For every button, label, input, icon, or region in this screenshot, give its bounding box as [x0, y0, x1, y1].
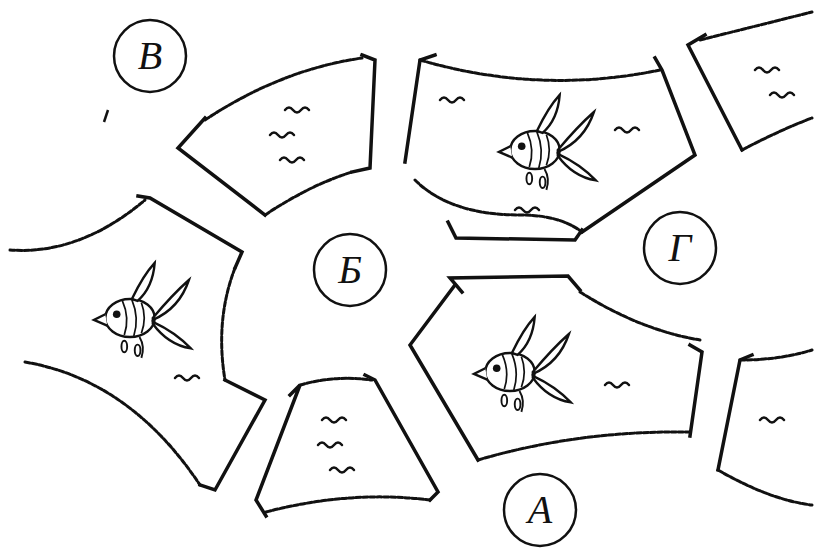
channel: [410, 276, 702, 460]
pen-mark: [104, 110, 108, 122]
channel: [718, 350, 812, 505]
area-letter: А: [528, 490, 552, 530]
area-letter: Г: [669, 228, 692, 268]
channel: [178, 55, 375, 215]
area-letter: Б: [338, 250, 362, 290]
letter-circle: Г: [642, 210, 718, 286]
channel: [10, 196, 265, 490]
letter-circle: Б: [312, 232, 388, 308]
letter-circle: В: [112, 18, 188, 94]
channel: [688, 12, 812, 150]
channel: [405, 55, 695, 240]
channel: [256, 375, 438, 516]
letter-circle: А: [502, 472, 578, 548]
area-letter: В: [138, 36, 162, 76]
